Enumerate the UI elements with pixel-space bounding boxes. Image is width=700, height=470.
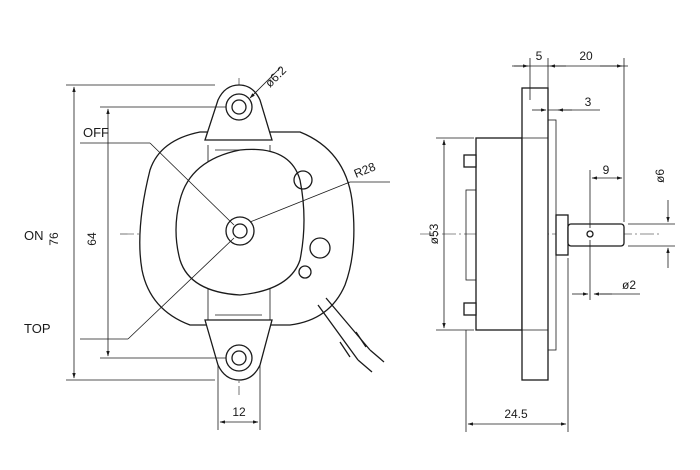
- hub-inner: [232, 223, 248, 239]
- off-leader: [149, 142, 235, 226]
- dim-24-text: 24.5: [504, 407, 528, 421]
- side-boss-bottom: [463, 302, 477, 316]
- dim-hole-dia-text: ø6.2: [262, 63, 289, 90]
- top-leader: [127, 237, 235, 340]
- boss-lower: [309, 237, 331, 259]
- side-boss-top: [463, 154, 477, 168]
- dim-12-text: 12: [232, 405, 246, 419]
- side-flange-step: [547, 119, 557, 351]
- front-view: OFF ON TOP 76 64 ø6.2 R28 12: [24, 63, 390, 430]
- cam-disc: [175, 148, 305, 296]
- side-body: [475, 137, 523, 331]
- hole-dia-leader: [249, 67, 281, 99]
- label-off: OFF: [83, 125, 109, 140]
- dim-76-text: 76: [47, 232, 61, 246]
- shaft-boss: [555, 214, 569, 256]
- side-cover: [465, 189, 477, 281]
- side-view: 5 20 3 9 ø6 ø2 ø53 24.5: [420, 49, 675, 432]
- lead-wire-2: [357, 349, 385, 373]
- dim-9-text: 9: [603, 163, 610, 177]
- wire-insulation: [339, 331, 367, 358]
- dim-20-text: 20: [579, 49, 593, 63]
- boss-upper: [293, 170, 313, 190]
- side-flange: [521, 87, 549, 381]
- dim-53-text: ø53: [427, 223, 441, 244]
- label-on: ON: [24, 228, 44, 243]
- top-mount-hole: [231, 99, 247, 115]
- dim-2-text: ø2: [622, 278, 636, 292]
- label-top: TOP: [24, 321, 51, 336]
- bottom-mount-hole: [231, 350, 247, 366]
- hub-outer: [225, 216, 255, 246]
- dim-5-text: 5: [536, 49, 543, 63]
- bottom-mounting-ear: [204, 319, 273, 381]
- dim-r28-text: R28: [352, 159, 378, 180]
- shaft-pin-hole: [586, 230, 594, 238]
- dim-3-text: 3: [585, 95, 592, 109]
- r28-leader: [249, 181, 351, 223]
- top-mounting-ear: [204, 84, 273, 141]
- dim-64-text: 64: [85, 232, 99, 246]
- dim-6-text: ø6: [653, 169, 667, 183]
- shaft: [567, 223, 625, 247]
- boss-small: [298, 265, 312, 279]
